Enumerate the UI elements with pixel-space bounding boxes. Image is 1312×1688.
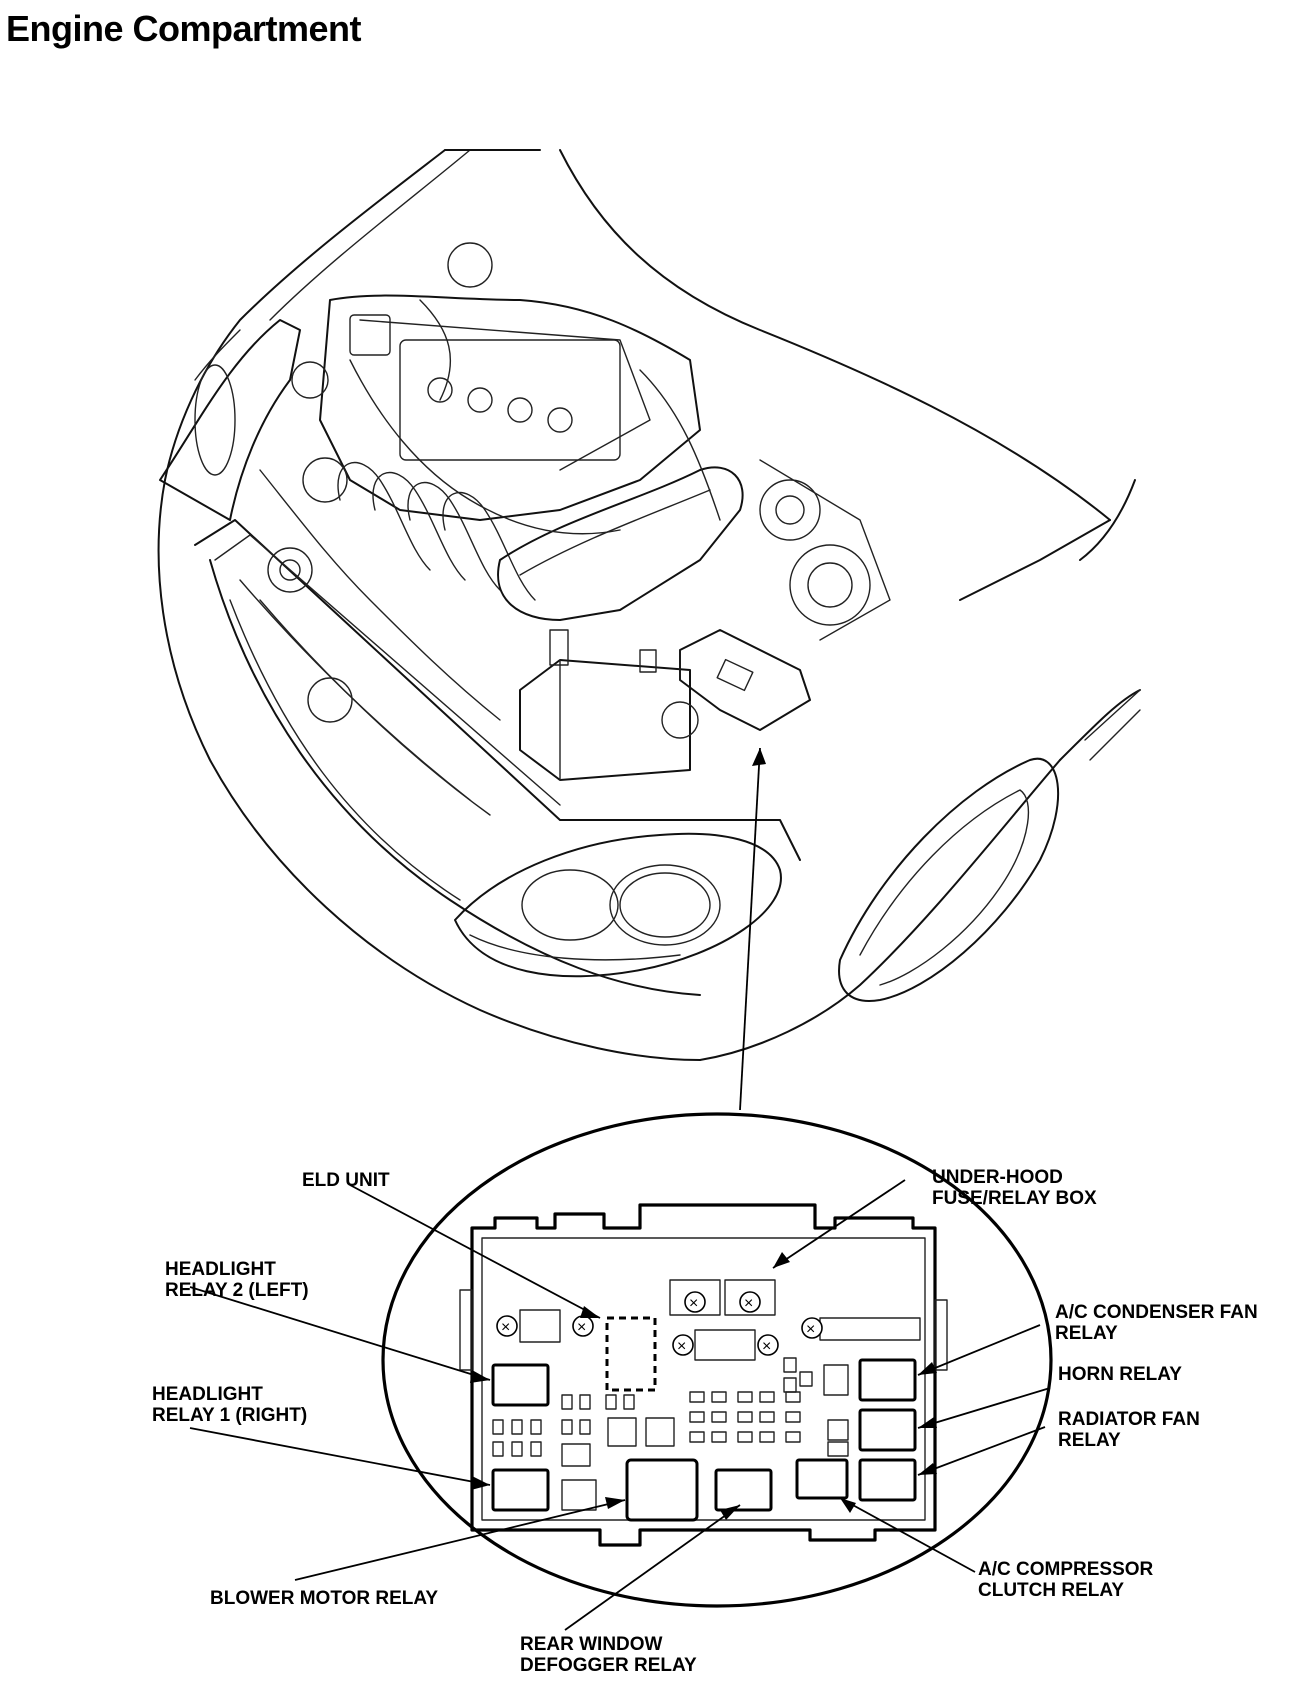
label-under-hood-line2: FUSE/RELAY BOX bbox=[932, 1188, 1097, 1209]
label-ac-condenser-fan-line2: RELAY bbox=[1055, 1323, 1118, 1344]
label-radiator-fan-line1: RADIATOR FAN bbox=[1058, 1409, 1200, 1430]
radiator-fan-relay bbox=[858, 1458, 917, 1502]
fuse-relay-box: × × × × × × × bbox=[459, 1203, 948, 1547]
detail-pointer-arrow bbox=[752, 748, 766, 766]
svg-text:×: × bbox=[689, 1295, 698, 1312]
label-radiator-fan-line2: RELAY bbox=[1058, 1430, 1121, 1451]
horn-relay bbox=[858, 1408, 917, 1452]
label-rear-window-line2: DEFOGGER RELAY bbox=[520, 1655, 697, 1676]
svg-text:×: × bbox=[501, 1319, 510, 1336]
label-ac-condenser-fan-line1: A/C CONDENSER FAN bbox=[1055, 1302, 1258, 1323]
labels: ELD UNIT UNDER-HOOD FUSE/RELAY BOX HEADL… bbox=[152, 1167, 1258, 1676]
label-blower-motor-relay: BLOWER MOTOR RELAY bbox=[210, 1588, 438, 1609]
blower-motor-relay bbox=[625, 1458, 699, 1522]
car-illustration bbox=[157, 149, 1141, 1061]
label-headlight-relay-1-line1: HEADLIGHT bbox=[152, 1384, 263, 1405]
svg-text:×: × bbox=[806, 1321, 815, 1338]
headlight-relay-1 bbox=[491, 1468, 550, 1512]
label-under-hood-line1: UNDER-HOOD bbox=[932, 1167, 1063, 1188]
detail-pointer-line bbox=[739, 747, 761, 1111]
ac-compressor-clutch-relay bbox=[795, 1458, 849, 1500]
label-rear-window-line1: REAR WINDOW bbox=[520, 1634, 663, 1655]
headlight-relay-2 bbox=[491, 1363, 550, 1407]
leader-lines bbox=[189, 1179, 1051, 1631]
detail-oval bbox=[381, 1112, 1053, 1608]
label-headlight-relay-2-line2: RELAY 2 (LEFT) bbox=[165, 1280, 309, 1301]
svg-text:×: × bbox=[762, 1338, 771, 1355]
label-ac-compressor-line1: A/C COMPRESSOR bbox=[978, 1559, 1154, 1580]
label-eld-unit: ELD UNIT bbox=[302, 1170, 390, 1191]
svg-text:×: × bbox=[677, 1338, 686, 1355]
page-title: Engine Compartment bbox=[6, 8, 362, 49]
label-ac-compressor-line2: CLUTCH RELAY bbox=[978, 1580, 1124, 1601]
label-headlight-relay-1-line2: RELAY 1 (RIGHT) bbox=[152, 1405, 307, 1426]
svg-text:×: × bbox=[577, 1319, 586, 1336]
label-horn-relay: HORN RELAY bbox=[1058, 1364, 1182, 1385]
eld-unit bbox=[605, 1316, 657, 1392]
rear-window-defogger-relay bbox=[714, 1468, 773, 1512]
label-headlight-relay-2-line1: HEADLIGHT bbox=[165, 1259, 276, 1280]
ac-condenser-fan-relay bbox=[858, 1358, 917, 1402]
svg-text:×: × bbox=[744, 1295, 753, 1312]
